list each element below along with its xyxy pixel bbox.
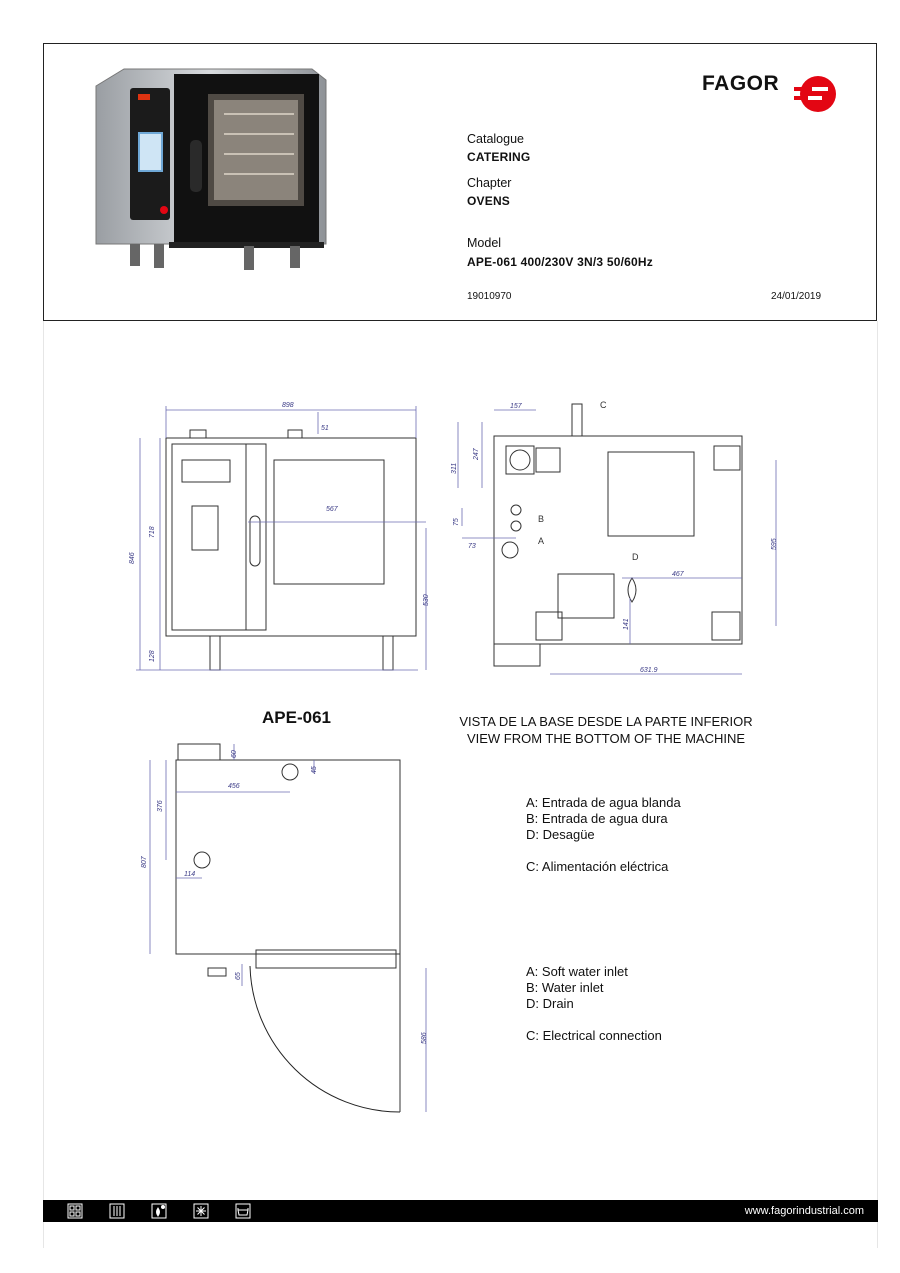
document-date: 24/01/2019 [771,291,822,302]
dim-right-height: 595 [771,538,778,550]
water-drop-icon [151,1203,167,1219]
brand-name: FAGOR [702,72,780,95]
base-view-caption-en: VIEW FROM THE BOTTOM OF THE MACHINE [466,731,746,746]
dim-drain-y: 141 [623,618,630,630]
chapter-value: OVENS [467,194,511,208]
snowflake-icon [193,1203,209,1219]
dim-drain-x: 467 [672,571,685,578]
top-view-drawing: 60 45 456 376 807 114 65 586 [141,743,428,1113]
basket-icon [235,1203,251,1219]
model-label: Model [467,236,502,250]
base-view-caption-es: VISTA DE LA BASE DESDE LA PARTE INFERIOR [459,714,753,729]
dim-ab-spacing: 75 [453,518,460,526]
dim-top-a: 311 [451,463,458,474]
dim-total-depth: 807 [141,855,148,868]
fagor-logo: FAGOR [702,72,779,96]
legend-spanish: A: Entrada de agua blanda B: Entrada de … [526,795,681,875]
dim-leg-height: 128 [149,650,156,662]
grid-icon [67,1203,83,1219]
dim-bottom-width: 631.9 [640,667,658,674]
dim-door-gap: 65 [235,972,242,980]
dim-height-total: 846 [129,552,136,564]
right-margin-line [877,321,878,1248]
dim-side-x: 114 [184,871,195,878]
dim-top-offset: 51 [321,425,329,432]
legend-en-a: A: Soft water inlet [526,964,628,979]
fagor-logo-mark [794,76,836,112]
marker-c: C [600,400,607,410]
marker-d: D [632,552,639,562]
dim-connection-offset: 45 [311,766,318,774]
chapter-label: Chapter [467,176,512,190]
dim-inner-width: 567 [326,506,339,513]
legend-en-c: C: Electrical connection [526,1028,662,1043]
dim-door-swing: 586 [421,1032,428,1044]
tray-icon [109,1203,125,1219]
legend-english: A: Soft water inlet B: Water inlet D: Dr… [526,964,662,1044]
dim-top-depth: 60 [231,750,238,758]
legend-es-d: D: Desagüe [526,827,595,842]
dim-height-body: 718 [149,526,156,538]
dim-right-height: 530 [423,594,430,606]
marker-a: A [538,536,544,546]
model-value: APE-061 400/230V 3N/3 50/60Hz [467,255,653,269]
marker-b: B [538,514,544,524]
legend-es-b: B: Entrada de agua dura [526,811,668,826]
oven-product-image [95,68,327,270]
dim-c-offset: 157 [510,403,523,410]
front-view-drawing: 898 51 567 846 718 128 530 [129,402,430,671]
dim-width: 898 [282,402,294,409]
catalogue-label: Catalogue [467,132,524,146]
legend-en-b: B: Water inlet [526,980,604,995]
dim-top-b: 247 [473,447,480,461]
header-box [43,43,877,321]
legend-es-c: C: Alimentación eléctrica [526,859,669,874]
legend-es-a: A: Entrada de agua blanda [526,795,681,810]
dim-a-offset: 73 [468,543,476,550]
drawing-title: APE-061 [262,708,331,727]
footer-bar [43,1200,878,1222]
left-margin-line [43,321,44,1248]
dim-side-y: 376 [157,800,164,812]
base-view-drawing: 157 311 247 75 73 467 595 141 631.9 C B … [451,400,778,675]
reference-number: 19010970 [467,291,512,302]
legend-en-d: D: Drain [526,996,574,1011]
website-link[interactable]: www.fagorindustrial.com [744,1205,864,1217]
catalogue-value: CATERING [467,150,531,164]
dim-connection-x: 456 [228,783,240,790]
